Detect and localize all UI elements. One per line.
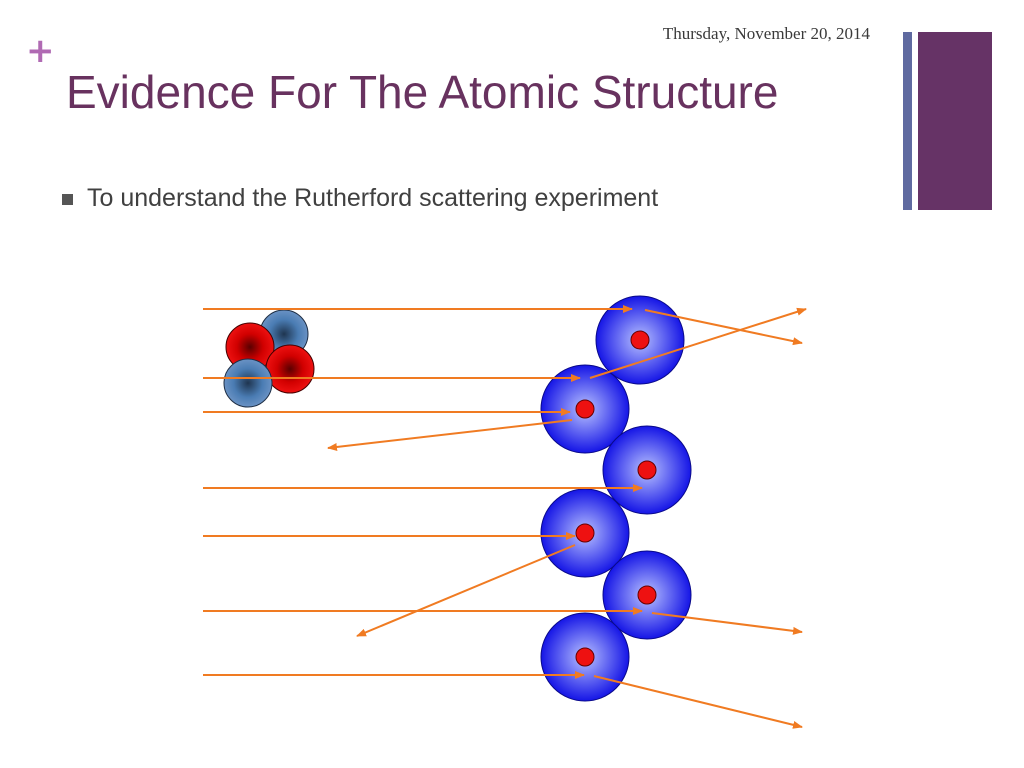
nucleus-icon — [575, 647, 595, 667]
nucleus-icon — [630, 330, 650, 350]
slide-title: Evidence For The Atomic Structure — [66, 66, 779, 118]
bullet-text: To understand the Rutherford scattering … — [87, 184, 659, 212]
deflected-path — [589, 307, 807, 379]
deflected-path — [644, 309, 803, 346]
nucleus-icon — [575, 399, 595, 419]
gold-atoms — [540, 295, 692, 702]
proton-icon — [265, 344, 315, 394]
neutron-icon — [223, 358, 273, 408]
nucleus-icon — [575, 523, 595, 543]
accent-bar-thick — [918, 32, 992, 210]
reflected-path — [356, 544, 576, 637]
reflected-path — [327, 419, 573, 451]
nucleus-icon — [637, 585, 657, 605]
bullet-item: To understand the Rutherford scattering … — [62, 184, 658, 213]
nucleus-icon — [637, 460, 657, 480]
deflected-path — [593, 675, 803, 729]
alpha-paths — [203, 305, 807, 729]
plus-icon: + — [26, 31, 55, 71]
alpha-particle-icon — [223, 309, 315, 408]
accent-bar-thin — [903, 32, 912, 210]
square-bullet-icon — [62, 194, 73, 205]
slide-date: Thursday, November 20, 2014 — [662, 24, 870, 43]
deflected-path — [651, 612, 803, 635]
nuclei — [575, 330, 657, 667]
